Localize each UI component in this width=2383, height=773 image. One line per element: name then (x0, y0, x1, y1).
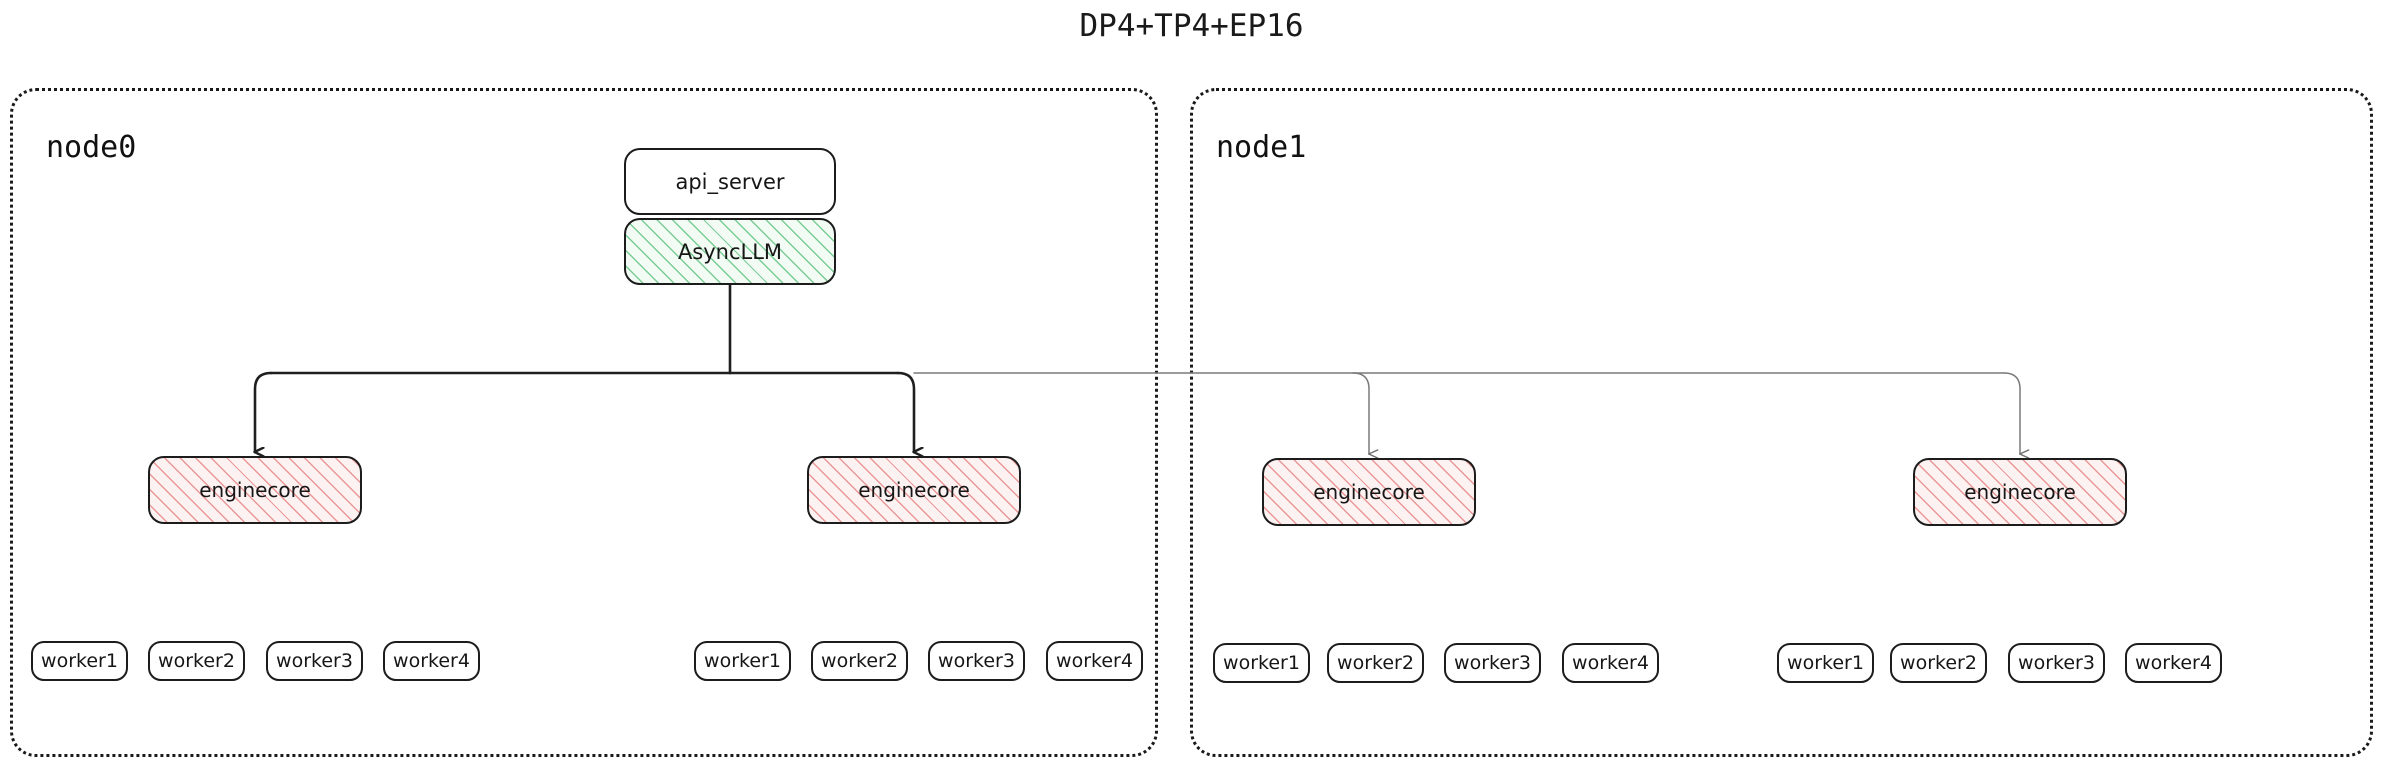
enginecore-block[interactable]: enginecore (148, 456, 362, 524)
worker-block[interactable]: worker1 (1777, 643, 1874, 683)
enginecore-block[interactable]: enginecore (1913, 458, 2127, 526)
node-container-node0 (10, 88, 1158, 757)
node-label-node0: node0 (46, 130, 137, 165)
node-container-node1 (1190, 88, 2373, 757)
worker-block[interactable]: worker4 (383, 641, 480, 681)
worker-block[interactable]: worker2 (811, 641, 908, 681)
worker-block[interactable]: worker3 (2008, 643, 2105, 683)
worker-block[interactable]: worker3 (928, 641, 1025, 681)
worker-block[interactable]: worker3 (1444, 643, 1541, 683)
enginecore-block[interactable]: enginecore (1262, 458, 1476, 526)
worker-block[interactable]: worker1 (1213, 643, 1310, 683)
enginecore-block[interactable]: enginecore (807, 456, 1021, 524)
worker-block[interactable]: worker2 (148, 641, 245, 681)
node-label-node1: node1 (1216, 130, 1307, 165)
api-server-block[interactable]: api_server (624, 148, 836, 215)
async-llm-block[interactable]: AsyncLLM (624, 218, 836, 285)
worker-block[interactable]: worker4 (2125, 643, 2222, 683)
worker-block[interactable]: worker4 (1046, 641, 1143, 681)
worker-block[interactable]: worker1 (694, 641, 791, 681)
worker-block[interactable]: worker1 (31, 641, 128, 681)
worker-block[interactable]: worker4 (1562, 643, 1659, 683)
worker-block[interactable]: worker3 (266, 641, 363, 681)
page-title: DP4+TP4+EP16 (1079, 8, 1304, 44)
worker-block[interactable]: worker2 (1327, 643, 1424, 683)
worker-block[interactable]: worker2 (1890, 643, 1987, 683)
